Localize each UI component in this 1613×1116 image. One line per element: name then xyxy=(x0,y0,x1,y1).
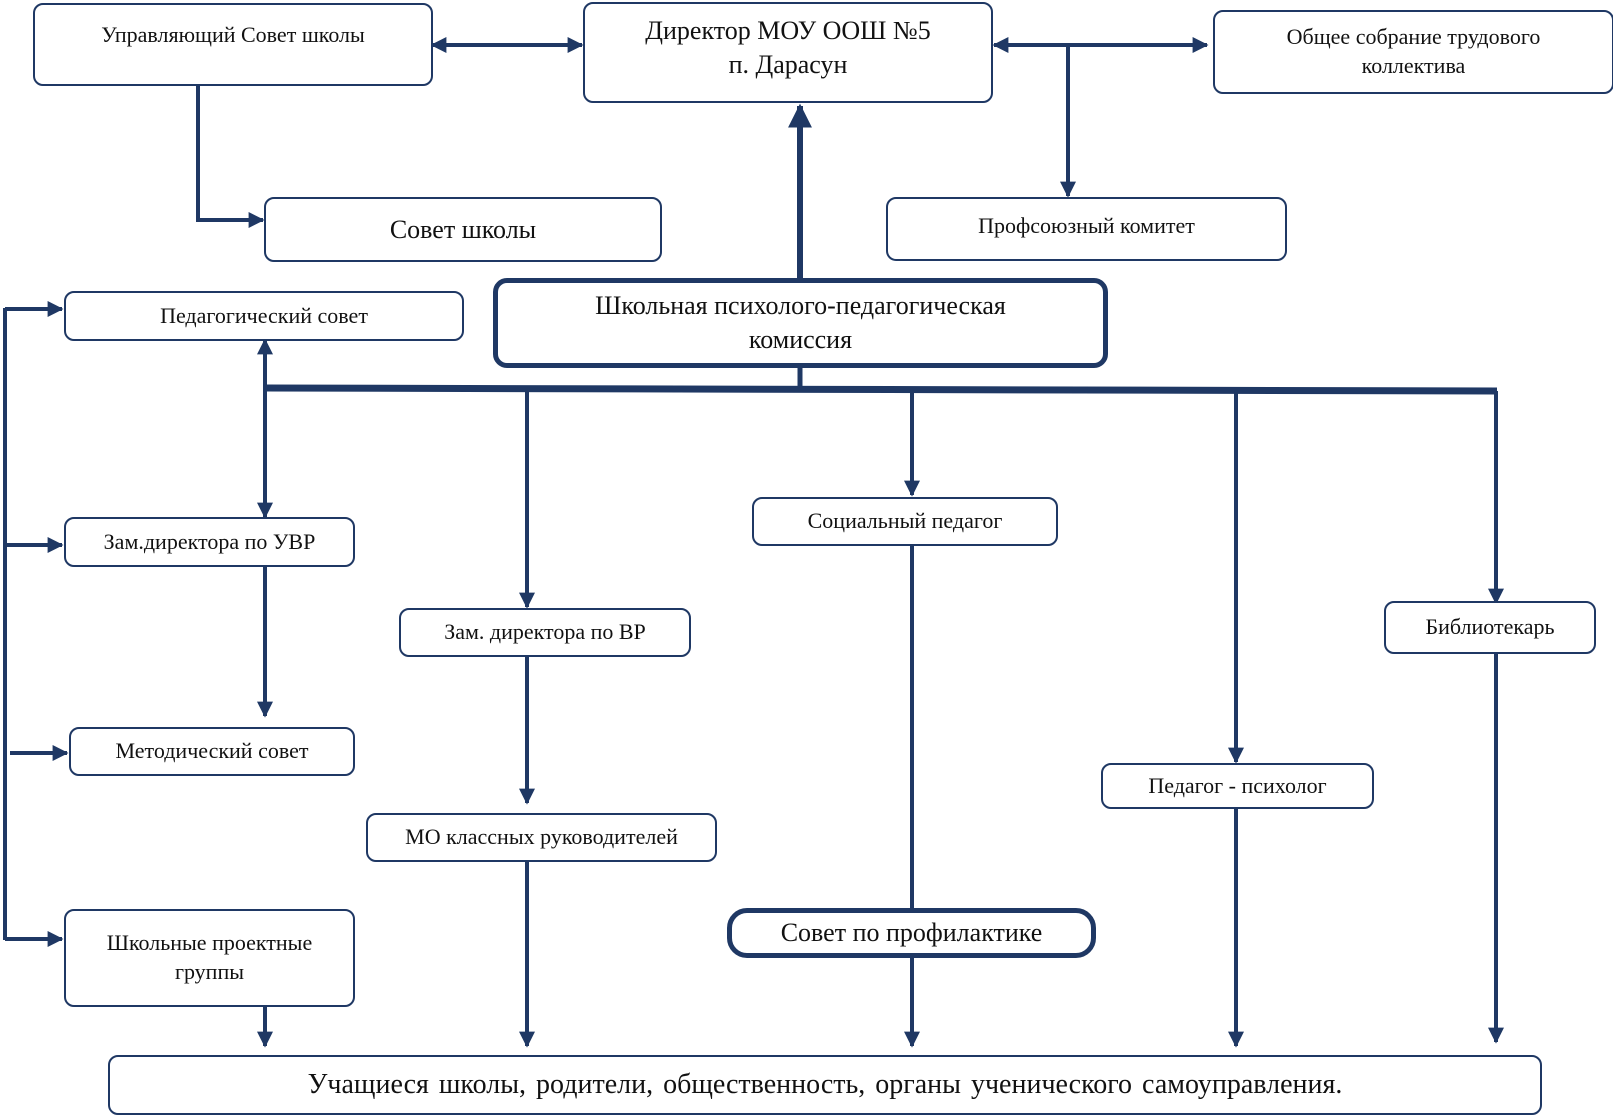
mo-klass-label: МО классных руководителей xyxy=(405,824,678,850)
zam-uvr-label: Зам.директора по УВР xyxy=(103,528,316,554)
box-obshee-sobranie: Общее собрание трудового коллектива xyxy=(1213,10,1613,94)
proekt-line2: группы xyxy=(174,959,245,984)
box-sovet-shkoly: Совет школы xyxy=(264,197,662,262)
proekt-line1: Школьные проектные xyxy=(106,930,313,956)
box-ped-sovet: Педагогический совет xyxy=(64,291,464,341)
metod-sovet-label: Методический совет xyxy=(115,738,309,764)
box-metod-sovet: Методический совет xyxy=(69,727,355,776)
ped-psiholog-label: Педагог - психолог xyxy=(1148,772,1327,798)
obshee-line2: коллектива xyxy=(1361,53,1466,78)
box-mo-klass: МО классных руководителей xyxy=(366,813,717,862)
ppk-line1: Школьная психолого-педагогическая xyxy=(595,291,1006,321)
director-line1: Директор МОУ ООШ №5 xyxy=(645,16,931,45)
main-bus xyxy=(264,384,1498,395)
box-proekt-gruppy: Школьные проектные группы xyxy=(64,909,355,1007)
box-soc-ped: Социальный педагог xyxy=(752,497,1058,546)
box-director: Директор МОУ ООШ №5 п. Дарасун xyxy=(583,2,993,103)
box-zam-vr: Зам. директора по ВР xyxy=(399,608,691,657)
uchashiesya-label: Учащиеся школы, родители, общественность… xyxy=(307,1068,1343,1100)
sovet-prof-label: Совет по профилактике xyxy=(780,918,1043,948)
box-uchashiesya: Учащиеся школы, родители, общественность… xyxy=(108,1055,1542,1115)
ppk-line2: комиссия xyxy=(748,325,853,354)
upr-sovet-label: Управляющий Совет школы xyxy=(101,22,365,47)
box-sovet-prof: Совет по профилактике xyxy=(727,908,1096,958)
zam-vr-label: Зам. директора по ВР xyxy=(444,619,646,645)
box-ped-psiholog: Педагог - психолог xyxy=(1101,763,1374,809)
director-line2: п. Дарасун xyxy=(728,49,848,79)
profkom-label: Профсоюзный комитет xyxy=(978,213,1195,238)
box-upr-sovet: Управляющий Совет школы xyxy=(33,3,433,86)
box-bibliotekar: Библиотекарь xyxy=(1384,601,1596,654)
box-zam-uvr: Зам.директора по УВР xyxy=(64,517,355,567)
obshee-line1: Общее собрание трудового xyxy=(1286,24,1541,50)
bibliotekar-label: Библиотекарь xyxy=(1425,614,1555,640)
box-profkom: Профсоюзный комитет xyxy=(886,197,1287,261)
soc-ped-label: Социальный педагог xyxy=(807,508,1003,534)
box-ppk: Школьная психолого-педагогическая комисс… xyxy=(493,278,1108,368)
arrow-to-sovet-shkoly xyxy=(196,85,265,228)
ped-sovet-label: Педагогический совет xyxy=(160,302,368,328)
sovet-shkoly-label: Совет школы xyxy=(389,214,537,244)
